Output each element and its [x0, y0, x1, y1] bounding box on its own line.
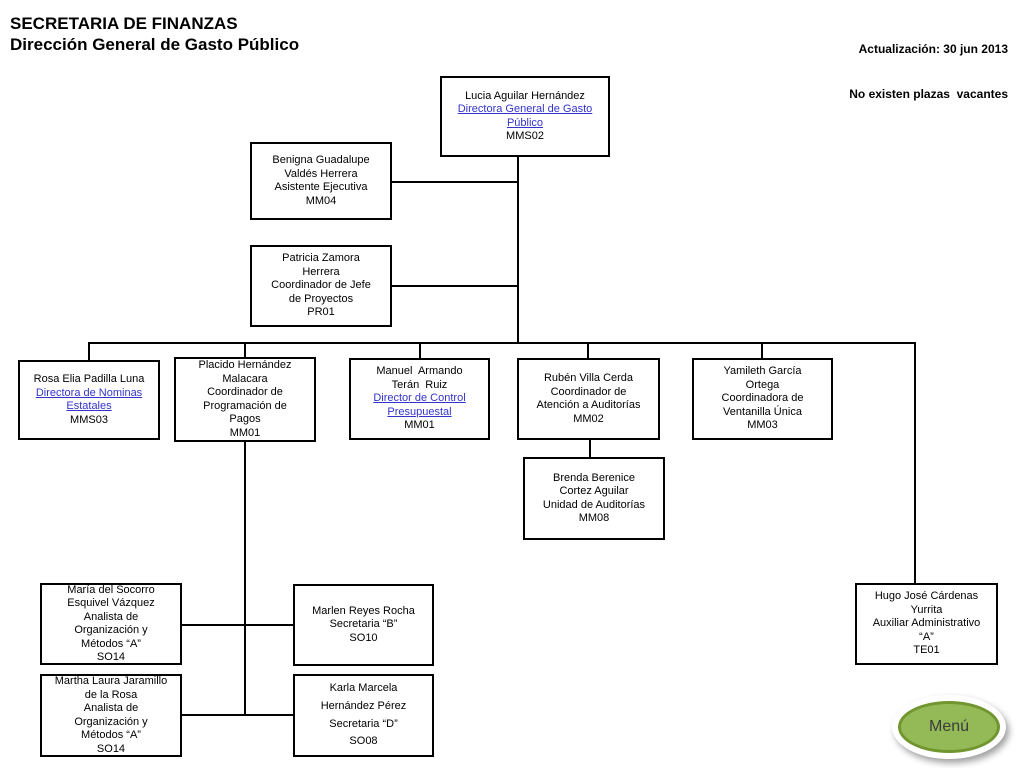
org-node-text: Karla Marcela	[329, 682, 398, 695]
org-node-text: Atención a Auditorías	[536, 399, 641, 411]
org-node-text: Benigna Guadalupe	[272, 154, 370, 166]
org-node-text: Auxiliar Administrativo	[872, 617, 981, 630]
org-node-text: Hugo José Cárdenas	[874, 590, 979, 603]
vacancy-note: No existen plazas vacantes	[849, 87, 1008, 101]
org-node-text: Martha Laura Jaramillo	[54, 675, 168, 687]
org-node-text: Coordinador de	[550, 385, 627, 398]
org-node-text: Cortez Aguilar	[559, 485, 629, 497]
org-node-text: Secretaria “B”	[329, 618, 398, 631]
org-node-text: SO14	[96, 651, 126, 663]
org-node-text: Analista de	[83, 610, 139, 623]
org-node-text: Yurrita	[910, 603, 943, 616]
org-node-text: Brenda Berenice	[553, 471, 635, 484]
org-node-text: Ortega	[745, 378, 780, 391]
org-node-link[interactable]: Público	[506, 116, 544, 129]
org-node-text: Herrera	[302, 265, 340, 278]
org-node-text: Patricia Zamora	[282, 252, 360, 265]
page-title-line2: Dirección General de Gasto Público	[10, 35, 300, 54]
org-node-text: Terán Ruiz	[391, 378, 448, 391]
org-node-text: Unidad de Auditorías	[542, 498, 646, 511]
org-node-text: de la Rosa	[84, 688, 138, 701]
org-node-text: MMS02	[506, 130, 544, 142]
menu-button-label[interactable]: Menú	[928, 718, 970, 735]
org-node-text: TE01	[913, 644, 940, 657]
org-node-text: Hernández Pérez	[320, 699, 407, 712]
org-node-text: Analista de	[83, 702, 139, 714]
org-node-text: PR01	[307, 306, 335, 319]
org-node-text: Ventanilla Única	[723, 405, 802, 418]
org-node-text: MM08	[578, 512, 610, 524]
org-node-text: MM01	[404, 419, 435, 432]
org-node-text: Valdés Herrera	[284, 167, 358, 180]
page-title: SECRETARIA DE FINANZAS Dirección General…	[10, 13, 299, 55]
org-node-text: MM02	[573, 412, 604, 425]
org-node-link[interactable]: Directora de Nominas	[35, 386, 143, 399]
org-node-link[interactable]: Presupuestal	[387, 405, 452, 418]
org-node-text: Rosa Elia Padilla Luna	[33, 373, 145, 385]
menu-button[interactable]: Menú	[892, 695, 1006, 759]
org-node-text: Organización y	[74, 715, 148, 728]
org-node-text: Esquivel Vázquez	[67, 597, 155, 609]
org-node-text: Coordinador de	[207, 386, 283, 398]
org-node-text: Métodos “A”	[81, 729, 141, 741]
org-node-text: MMS03	[70, 413, 108, 426]
page-title-line1: SECRETARIA DE FINANZAS	[10, 14, 238, 33]
org-node-text: Lucia Aguilar Hernández	[465, 89, 585, 102]
org-node-text: Secretaria “D”	[329, 717, 398, 730]
org-node-text: Programación de	[203, 399, 287, 412]
menu-button-ellipse[interactable]: Menú	[898, 701, 1000, 753]
org-node-text: de Proyectos	[288, 292, 354, 305]
org-node-text: Coordinador de Jefe	[271, 279, 371, 292]
org-node-text: Asistente Ejecutiva	[274, 181, 368, 193]
org-node-text: María del Socorro	[67, 583, 155, 596]
update-date: Actualización: 30 jun 2013	[858, 42, 1008, 56]
org-node-text: Métodos “A”	[81, 637, 141, 650]
org-node-text: Pagos	[229, 413, 261, 425]
org-node-text: MM01	[229, 426, 261, 439]
org-node-text: Coordinadora de	[721, 392, 804, 405]
org-node-text: SO08	[349, 735, 378, 748]
org-node-text: Malacara	[222, 372, 268, 385]
org-node-text: Rubén Villa Cerda	[543, 372, 634, 384]
org-node-link[interactable]: Directora General de Gasto	[457, 103, 593, 115]
org-node-text: SO14	[96, 742, 126, 755]
update-info: Actualización: 30 jun 2013 No existen pl…	[849, 12, 1008, 132]
org-node-text: “A”	[919, 630, 934, 643]
org-node-link[interactable]: Estatales	[66, 400, 112, 412]
org-node-link[interactable]: Director de Control	[373, 392, 466, 405]
org-node-text: Marlen Reyes Rocha	[312, 604, 415, 617]
org-node-text: MM04	[305, 194, 337, 207]
org-node-text: Yamileth García	[723, 365, 802, 378]
org-node-text: MM03	[747, 419, 778, 432]
org-node-text: SO10	[349, 631, 378, 644]
org-node-text: Organización y	[74, 624, 148, 636]
org-node-text: Manuel Armando	[376, 365, 463, 378]
org-node-text: Placido Hernández	[198, 359, 292, 371]
